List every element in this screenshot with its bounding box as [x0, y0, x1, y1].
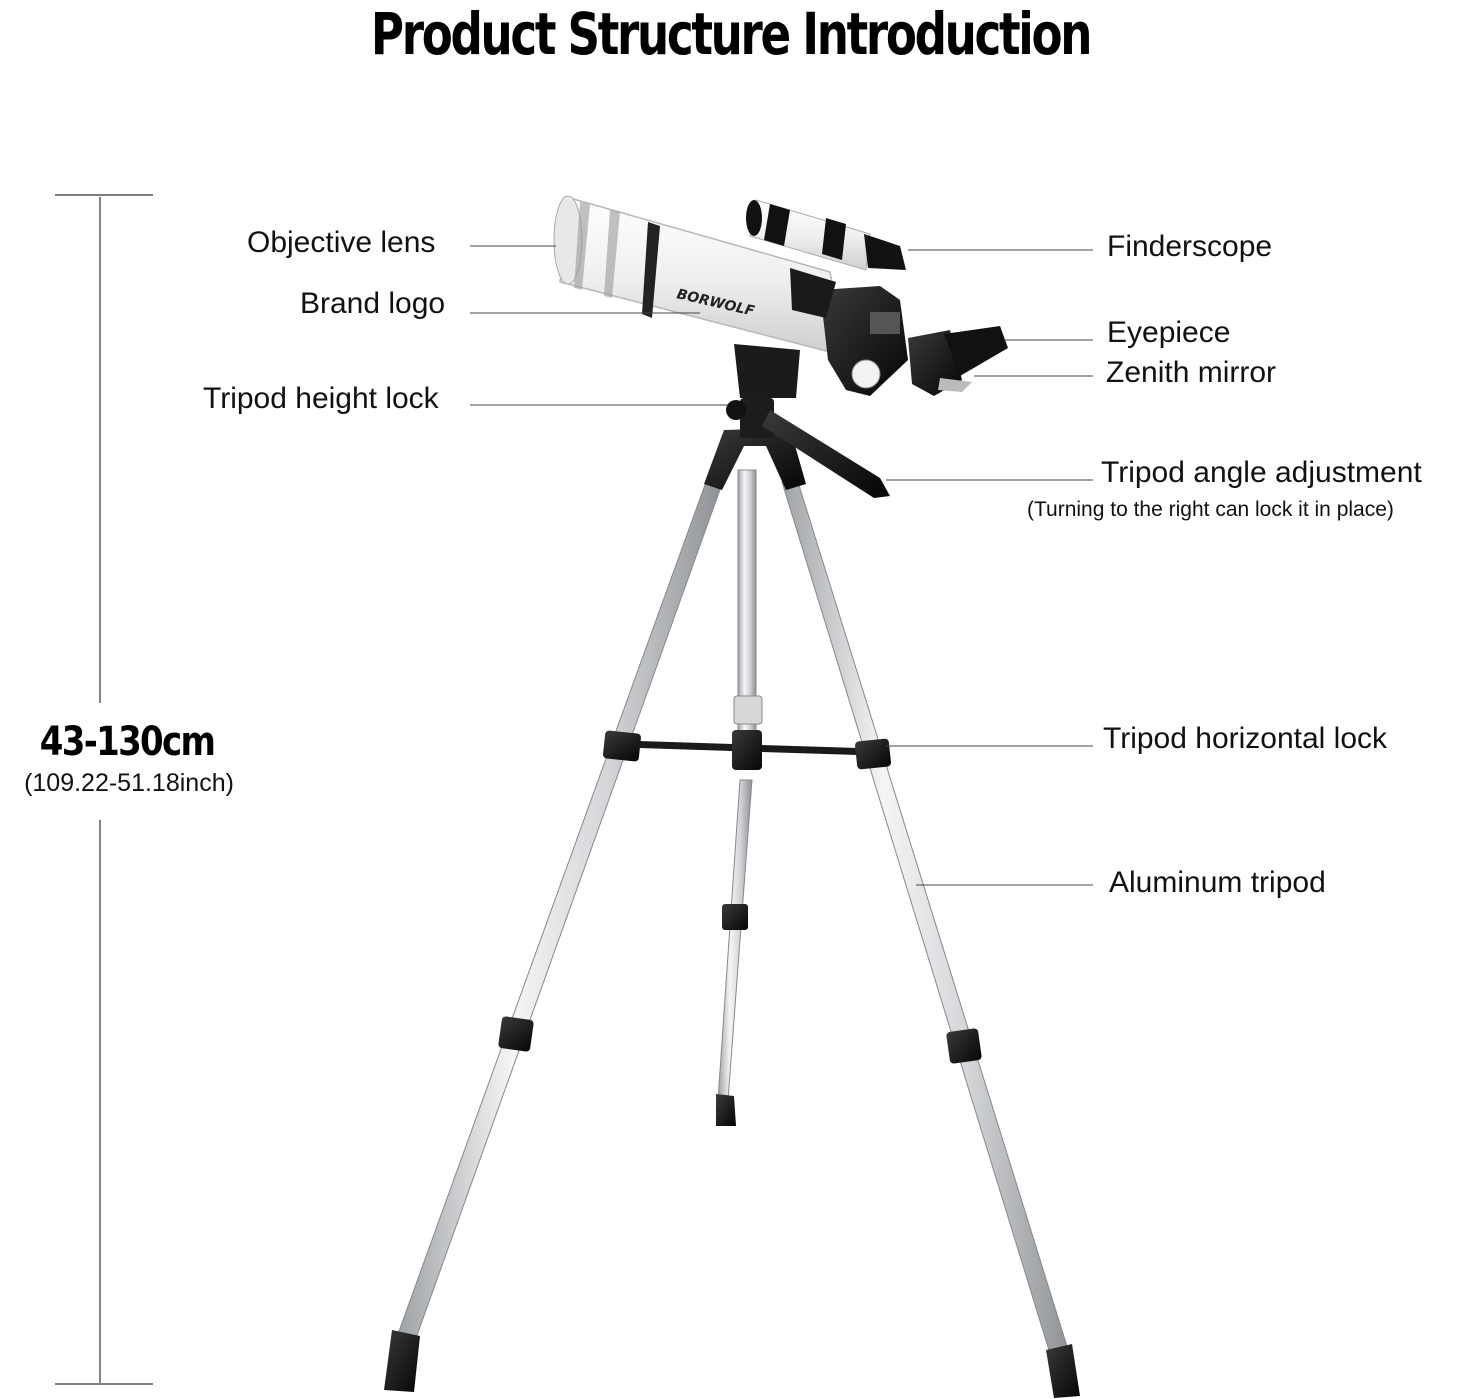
label-finderscope: Finderscope [1107, 230, 1273, 263]
finderscope-ring-rear [822, 218, 846, 260]
focuser-scale [870, 312, 900, 334]
spreader-clamp-left [603, 730, 641, 762]
tube-black-ring [642, 222, 660, 318]
label-tripod-angle-adjustment: Tripod angle adjustment [1101, 456, 1422, 489]
tripod-horizontal-spreader [603, 695, 891, 770]
leg-clamp-left [498, 1016, 534, 1052]
label-aluminum-tripod: Aluminum tripod [1109, 866, 1326, 899]
label-brand-logo: Brand logo [300, 287, 446, 320]
tube-ring-2 [604, 210, 620, 298]
finderscope-eyepiece [864, 234, 906, 270]
center-column-clip [733, 695, 763, 725]
mount-platform [734, 344, 800, 398]
finderscope-bracket [790, 268, 836, 318]
label-zenith-mirror: Zenith mirror [1106, 356, 1277, 389]
tripod-feet [384, 1094, 1080, 1398]
leg-clamp-right [946, 1028, 982, 1064]
page-title: Product Structure Introduction [370, 0, 1092, 68]
tripod-leg-right [781, 481, 1071, 1361]
pan-handle [762, 410, 890, 498]
height-range-label: 43-130cm [39, 719, 216, 765]
eyepiece [944, 326, 1008, 376]
optical-tube: BORWOLF [553, 195, 1008, 396]
zenith-mirror-plate [938, 378, 972, 392]
center-column-extension [717, 779, 753, 1101]
finderscope-ring-front [764, 204, 790, 246]
finderscope-objective [746, 200, 762, 236]
focus-knob [851, 359, 881, 389]
foot-center [716, 1094, 736, 1126]
label-tripod-angle-note: (Turning to the right can lock it in pla… [1027, 498, 1394, 521]
label-eyepiece: Eyepiece [1107, 316, 1231, 349]
leg-clamps [498, 904, 982, 1064]
label-tripod-height-lock: Tripod height lock [203, 382, 439, 415]
height-dimension-marker [55, 194, 153, 1385]
label-objective-lens: Objective lens [247, 226, 436, 259]
foot-left [384, 1330, 420, 1392]
tripod-leg-left [397, 481, 723, 1339]
label-tripod-horizontal-lock: Tripod horizontal lock [1103, 722, 1388, 755]
foot-right [1046, 1344, 1080, 1398]
tripod-head [704, 344, 890, 498]
spreader-clamp-right [855, 738, 891, 770]
tripod-height-lock-knob [726, 400, 746, 420]
finderscope-assembly [746, 199, 906, 318]
tube-ring-1 [574, 202, 590, 290]
tripod-head-crown [704, 428, 806, 490]
leader-lines [470, 245, 1093, 886]
leg-clamp-center [722, 904, 748, 930]
spreader-center-hub [732, 730, 762, 770]
height-range-inch-label: (109.22-51.18inch) [24, 769, 234, 797]
